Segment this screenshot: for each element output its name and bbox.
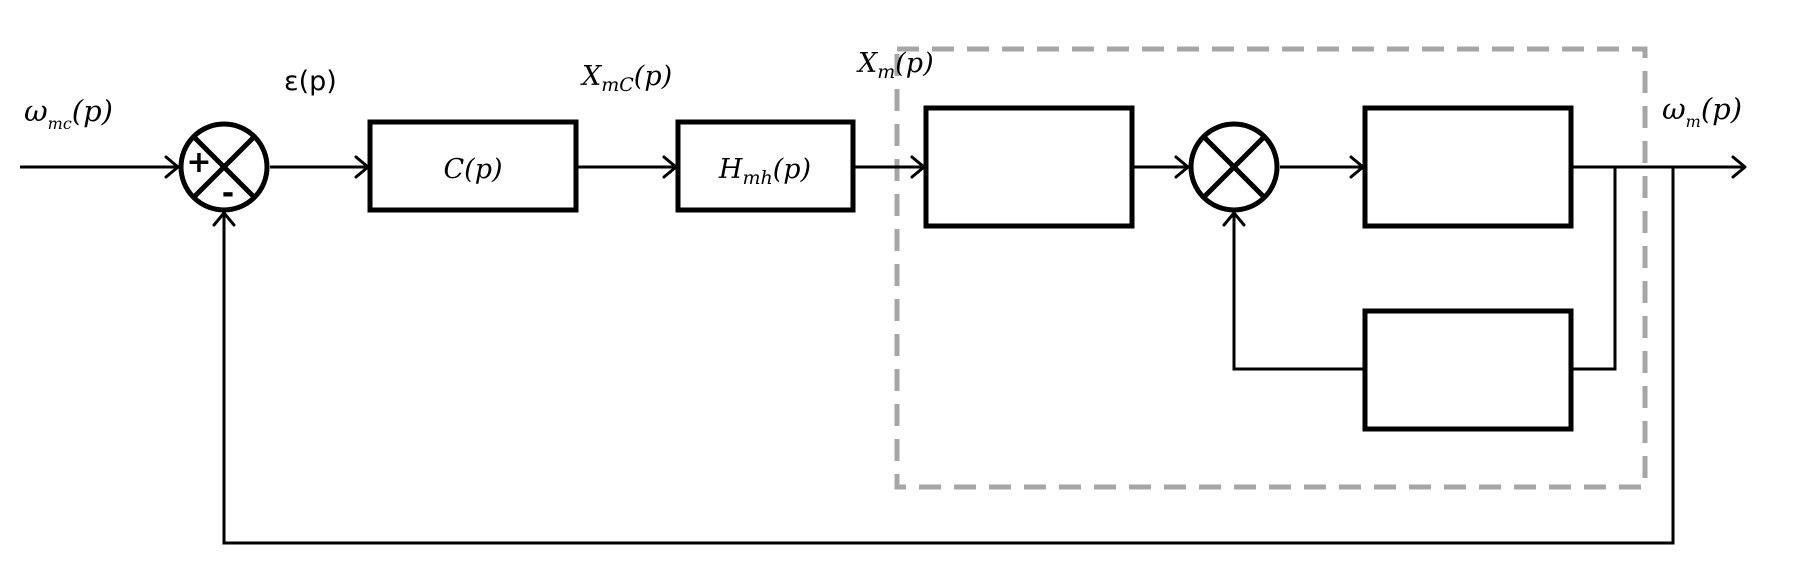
main-summing-junction: + - (178, 121, 270, 213)
controller-label: C(p) (443, 154, 502, 185)
actuator-output-label: Xm(p) (856, 48, 934, 83)
plant-feedback-block (1362, 308, 1574, 432)
arrow-into-inner-sum (1174, 155, 1190, 179)
plant-forward-block-1 (923, 105, 1135, 229)
subsystem-boundary (894, 46, 1648, 490)
input-signal-label: ωmc(p) (24, 94, 113, 133)
plant-forward-block-2 (1362, 105, 1574, 229)
arrow-into-main-sum-bottom (212, 211, 236, 227)
arrow-into-inner-sum-bottom (1222, 211, 1246, 227)
controller-output-label: XmC(p) (580, 61, 672, 96)
minus-sign: - (222, 176, 234, 211)
arrow-into-main-sum (164, 155, 180, 179)
actuator-block (675, 119, 856, 213)
controller-block (367, 119, 579, 213)
inner-feedback-wire-right (1573, 167, 1617, 371)
actuator-label: Hmh(p) (718, 154, 811, 189)
inner-summing-junction (1188, 121, 1280, 213)
inner-feedback-wire-left (1232, 213, 1363, 371)
plus-sign: + (186, 145, 211, 180)
error-signal-label: ε(p) (284, 66, 337, 97)
outer-feedback-wire (222, 167, 1675, 545)
output-signal-label: ωm(p) (1662, 92, 1742, 131)
output-arrow (1731, 155, 1747, 179)
